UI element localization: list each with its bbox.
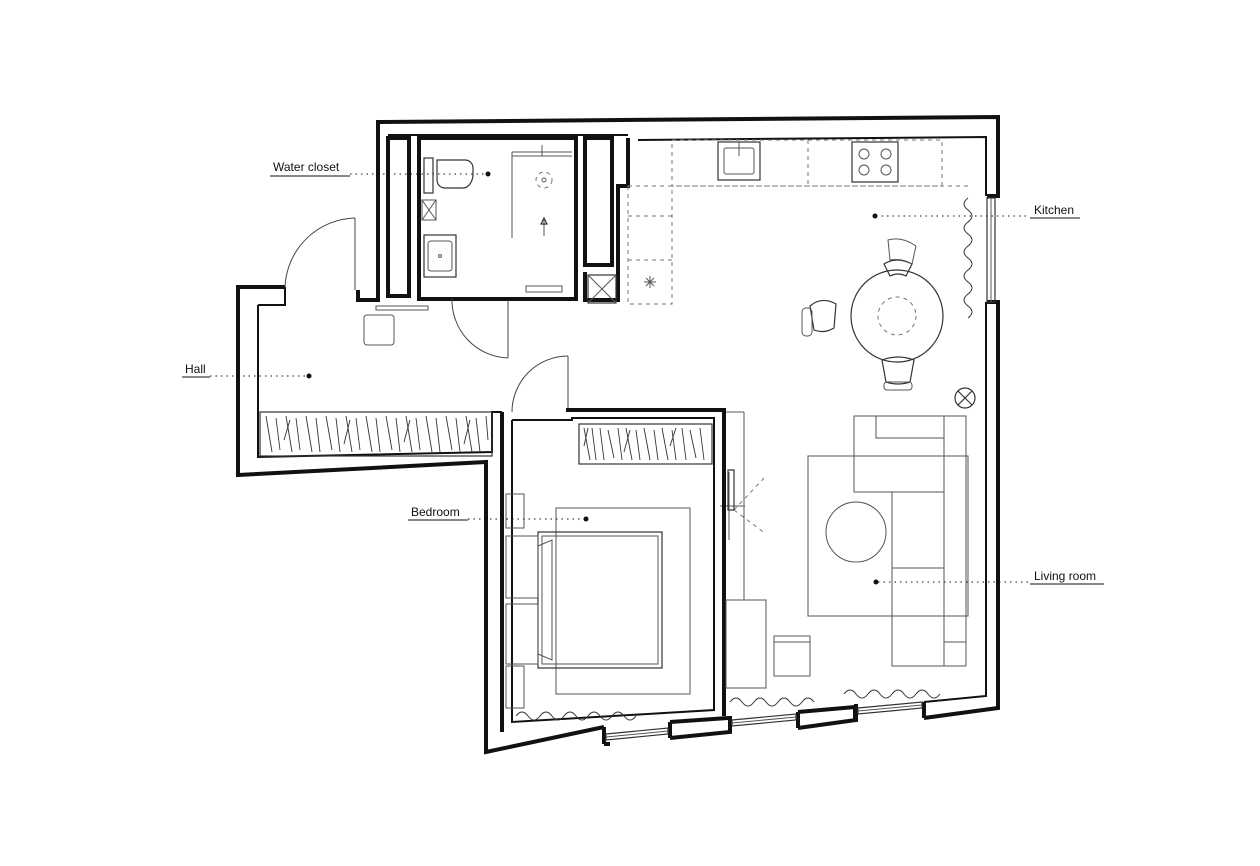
windows-bottom [605, 701, 923, 741]
kitchen-label: Kitchen [1034, 203, 1074, 217]
wardrobe-hatch-bedroom [583, 427, 705, 461]
water-closet-label: Water closet [273, 160, 340, 174]
living-room-label: Living room [1034, 569, 1096, 583]
doors [284, 217, 767, 540]
kitchen-furniture [627, 139, 976, 409]
hall-label: Hall [185, 362, 206, 376]
label-water-closet: Water closet [270, 160, 491, 177]
wardrobe-hatch-hall [265, 415, 489, 453]
bathroom-fixtures [363, 145, 617, 346]
bedroom-walls [500, 408, 726, 732]
living-room-furniture [725, 411, 969, 707]
bedroom-furniture [505, 423, 713, 721]
window-kitchen [986, 197, 996, 303]
hall-furniture [259, 411, 493, 457]
label-bedroom: Bedroom [408, 505, 589, 522]
label-kitchen: Kitchen [872, 203, 1080, 219]
bedroom-label: Bedroom [411, 505, 460, 519]
label-hall: Hall [182, 362, 312, 379]
label-living-room: Living room [873, 569, 1104, 585]
